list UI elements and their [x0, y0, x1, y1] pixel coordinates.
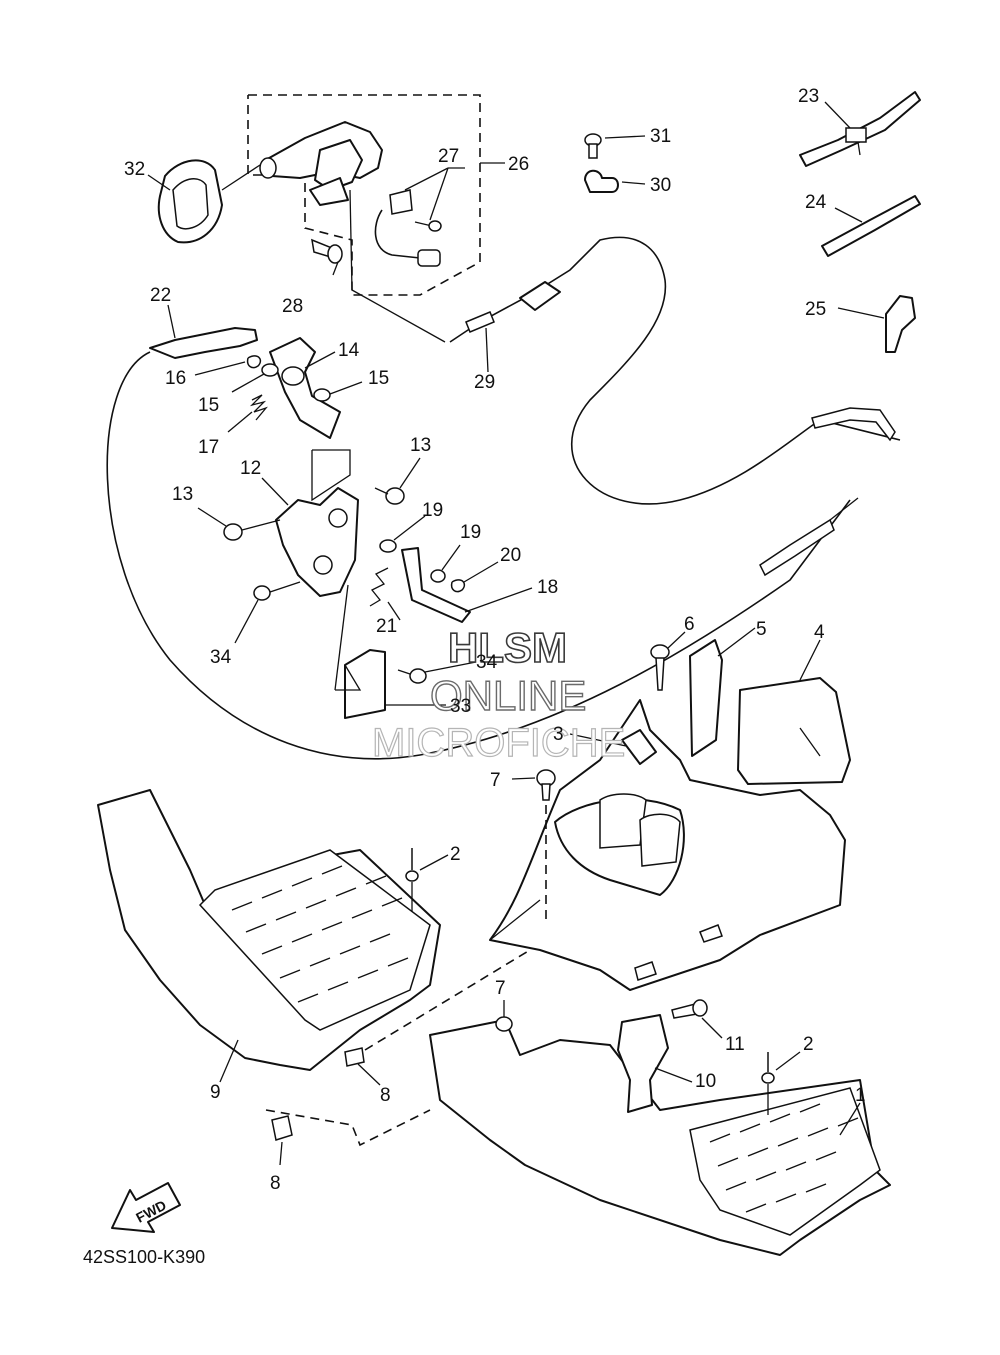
callout-23: 23 — [798, 86, 819, 107]
callout-26: 26 — [508, 154, 529, 175]
washer-15a — [231, 363, 279, 393]
callout-2b: 2 — [803, 1034, 814, 1055]
callout-labels: 23 31 27 26 32 30 24 28 22 25 14 16 15 2… — [124, 86, 866, 1194]
watermark-line2: ONLINE — [430, 672, 586, 719]
nut-8b — [265, 1109, 431, 1166]
watermark-line1: HLSM — [448, 624, 567, 671]
callout-29: 29 — [474, 372, 495, 393]
callout-22: 22 — [150, 285, 171, 306]
callout-2a: 2 — [450, 844, 461, 865]
throttle-cable-22 — [106, 304, 859, 760]
callout-7b: 7 — [495, 978, 506, 999]
cable-tie-23 — [799, 91, 921, 167]
clip-20 — [450, 561, 499, 593]
callout-31: 31 — [650, 126, 671, 147]
callout-27: 27 — [438, 146, 459, 167]
callout-17: 17 — [198, 437, 219, 458]
callout-4: 4 — [814, 622, 825, 643]
floorboard-9 — [97, 789, 441, 1083]
screw-6 — [650, 631, 686, 691]
callout-8b: 8 — [270, 1173, 281, 1194]
callout-34b: 34 — [476, 652, 498, 673]
watermark: HLSM ONLINE MICROFICHE — [371, 623, 626, 765]
panel-4 — [737, 639, 851, 785]
bolt-11 — [671, 999, 723, 1039]
callout-32: 32 — [124, 159, 145, 180]
callout-16: 16 — [165, 368, 186, 389]
throttle-lever-assembly — [259, 121, 465, 343]
watermark-line3: MICROFICHE — [372, 721, 625, 765]
bracket-33 — [334, 584, 446, 719]
callout-7a: 7 — [490, 770, 501, 791]
callout-24: 24 — [805, 192, 827, 213]
console-3 — [489, 699, 846, 991]
bolt-7a — [511, 769, 556, 920]
callout-15b: 15 — [368, 368, 389, 389]
callout-6: 6 — [684, 614, 695, 635]
screw-34b — [397, 661, 477, 684]
cover-32 — [147, 159, 261, 244]
bolt-31 — [584, 133, 646, 159]
callout-33: 33 — [450, 696, 471, 717]
nut-8a — [344, 1047, 381, 1086]
assembly-26-outline — [247, 94, 505, 296]
callout-8a: 8 — [380, 1085, 391, 1106]
rivet-2a — [405, 848, 449, 912]
callout-12: 12 — [240, 458, 261, 479]
lever-18 — [401, 547, 533, 623]
screw-34a — [234, 581, 301, 644]
callout-3: 3 — [553, 724, 564, 745]
callout-14: 14 — [338, 340, 360, 361]
washer-19b — [430, 544, 461, 583]
bolt-13b — [374, 457, 421, 505]
bracket-12 — [261, 449, 359, 597]
clip-16 — [194, 355, 262, 376]
floorboard-1-slots — [709, 1103, 859, 1213]
callout-9: 9 — [210, 1082, 221, 1103]
diagram-code: 42SS100-K390 — [83, 1247, 205, 1267]
washer-15b — [313, 381, 363, 402]
washer-19a — [379, 515, 426, 553]
cable-29 — [449, 236, 901, 505]
callout-1: 1 — [855, 1085, 866, 1106]
clamp-30 — [584, 169, 646, 193]
bolt-7b — [495, 1000, 513, 1032]
callout-21: 21 — [376, 616, 397, 637]
bracket-10 — [617, 1014, 693, 1113]
callout-28: 28 — [282, 296, 303, 317]
cable-tie-24 — [821, 195, 921, 257]
callout-18: 18 — [537, 577, 558, 598]
spring-17 — [227, 394, 268, 433]
callout-13b: 13 — [410, 435, 431, 456]
assembly-dash-link — [364, 949, 531, 1051]
callout-19b: 19 — [460, 522, 481, 543]
callout-20: 20 — [500, 545, 521, 566]
spring-21 — [369, 567, 401, 621]
callout-15a: 15 — [198, 395, 219, 416]
bolt-28 — [311, 238, 343, 276]
callout-19a: 19 — [422, 500, 443, 521]
rivet-2b — [761, 1051, 801, 1115]
callout-13a: 13 — [172, 484, 193, 505]
callout-5: 5 — [756, 619, 767, 640]
clip-25 — [837, 295, 916, 353]
callout-34a: 34 — [210, 647, 232, 668]
callout-11: 11 — [725, 1034, 745, 1055]
lever-14 — [269, 337, 341, 439]
floorboard-1 — [429, 1019, 891, 1256]
floorboard-9-slots — [231, 865, 409, 1003]
bolt-13a — [197, 507, 281, 541]
callout-10: 10 — [695, 1071, 716, 1092]
panel-5 — [689, 627, 756, 757]
callout-25: 25 — [805, 299, 826, 320]
forward-arrow: FWD — [111, 1182, 181, 1233]
callout-30: 30 — [650, 175, 671, 196]
